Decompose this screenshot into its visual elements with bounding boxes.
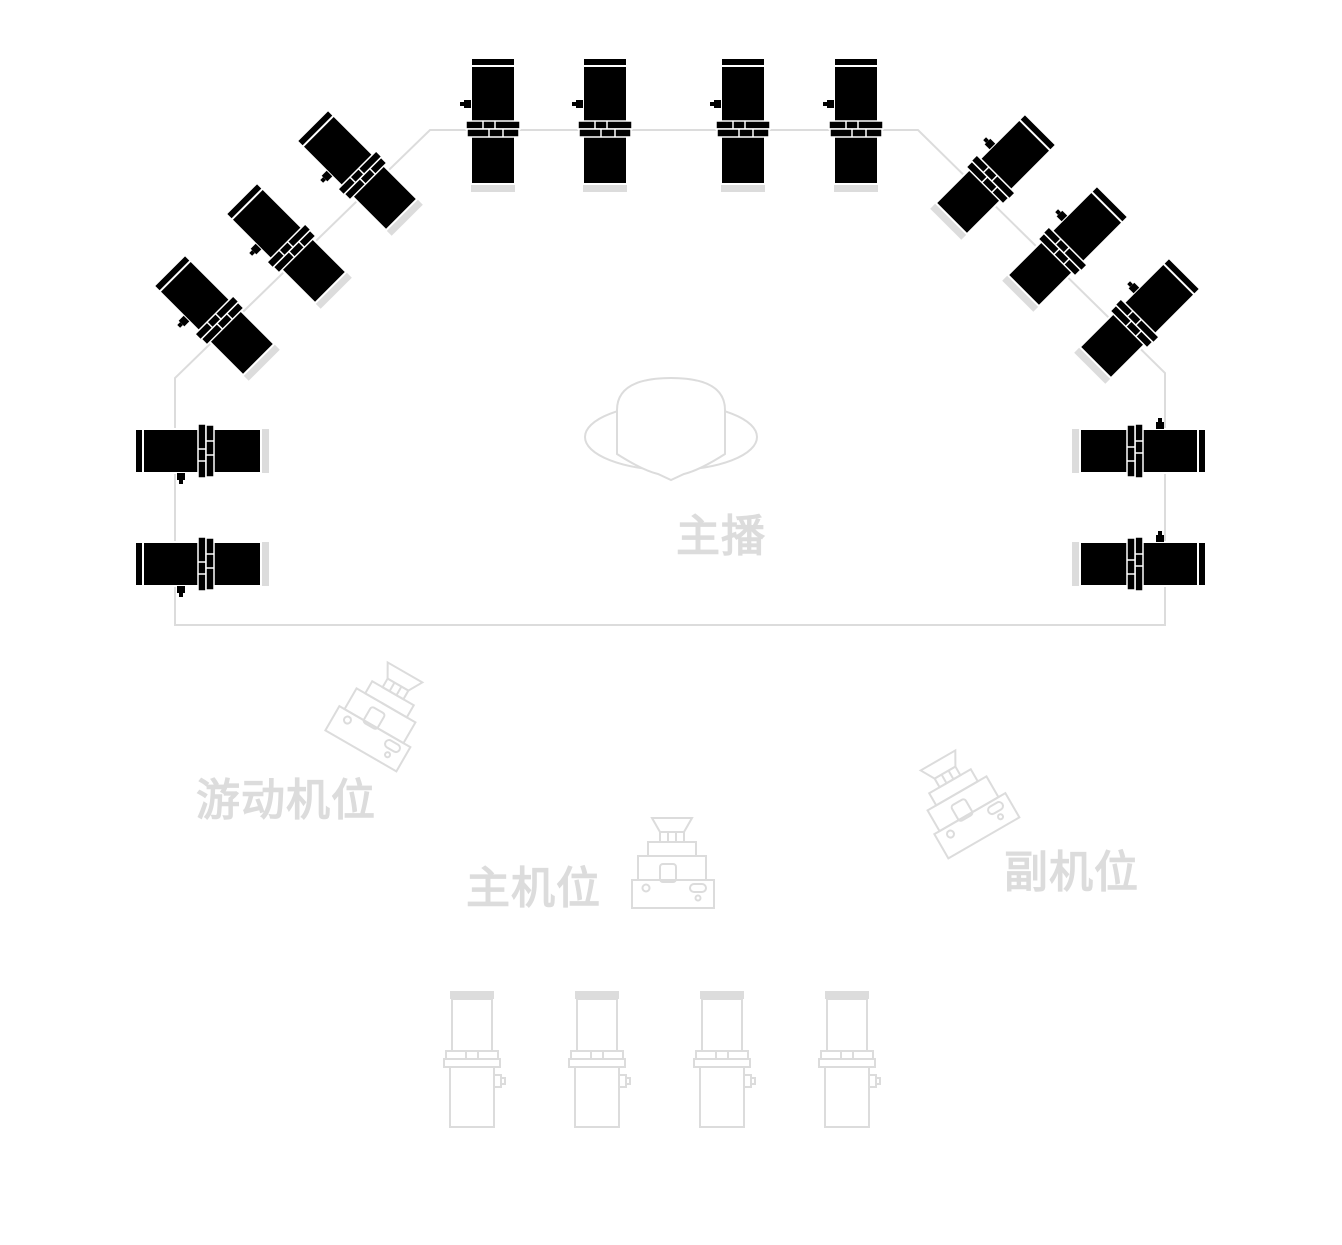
stage-light-right-diag-3 [1065,249,1205,389]
stage-light-top-2 [571,57,633,193]
stage-light-right-1 [1071,417,1207,479]
sub-camera-label: 副机位 [1004,847,1139,898]
main-camera-icon [631,817,715,909]
stage-light-right-2 [1071,530,1207,592]
stage-light-left-1 [134,423,270,485]
stage-light-left-diag-3 [145,250,285,390]
roaming-camera-label: 游动机位 [196,775,376,826]
host-label: 主播 [676,511,766,562]
stage-light-left-2 [134,536,270,598]
stage-outline [174,129,1166,626]
audience-light-3 [693,990,756,1128]
stage-light-top-1 [459,57,521,193]
host-head-icon [584,376,758,482]
main-camera-label: 主机位 [466,863,601,914]
stage-light-right-diag-2 [993,177,1133,317]
audience-light-4 [818,990,881,1128]
stage-light-right-diag-1 [921,105,1061,245]
stage-light-left-diag-2 [217,178,357,318]
stage-light-top-3 [709,57,771,193]
roaming-camera-icon [324,651,443,773]
sub-camera-icon [902,738,1021,860]
stage-light-left-diag-1 [288,105,428,245]
stage-light-top-4 [822,57,884,193]
audience-light-2 [568,990,631,1128]
audience-light-1 [443,990,506,1128]
